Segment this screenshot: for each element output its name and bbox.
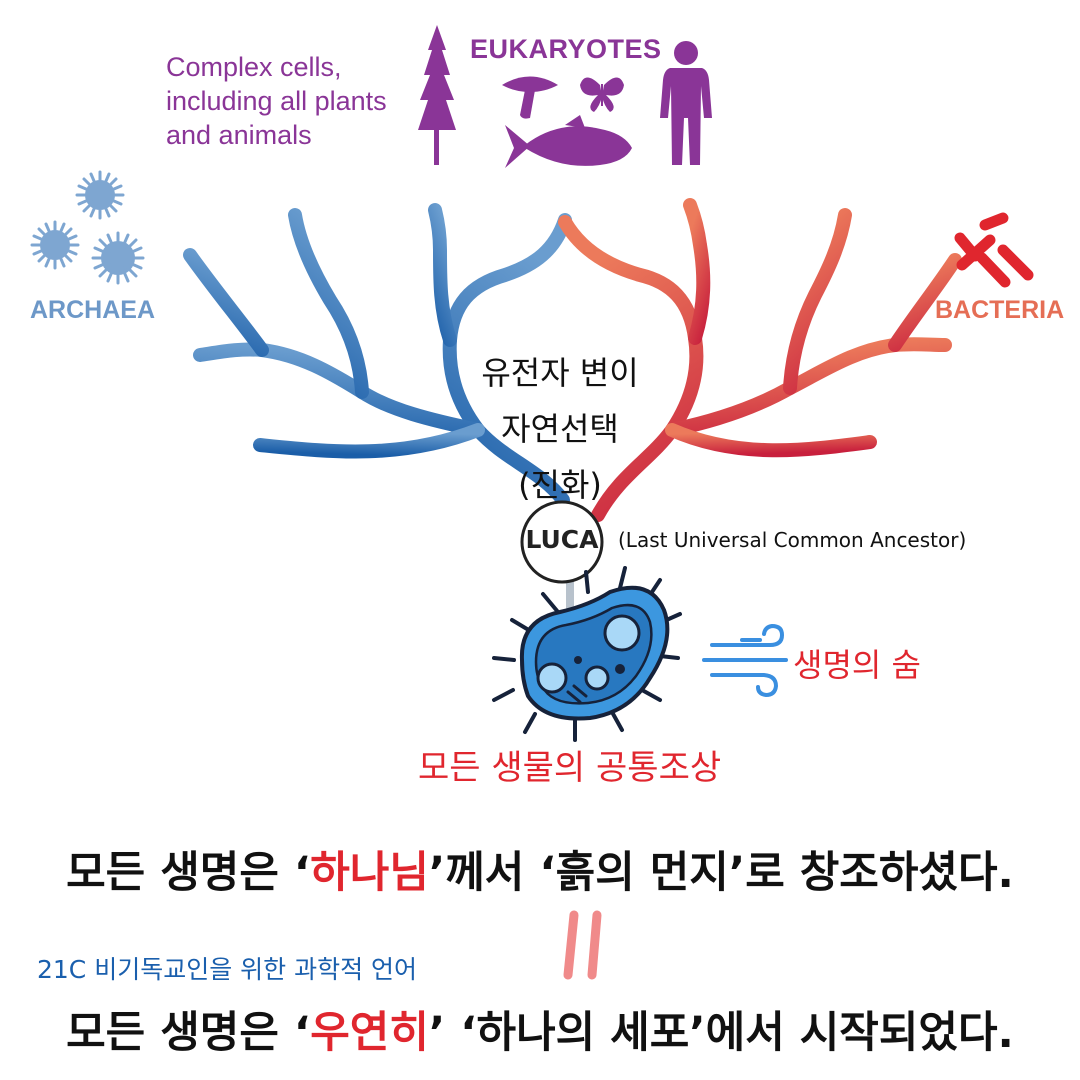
breath-of-life-label: 생명의 숨 xyxy=(793,646,921,684)
chance-statement-post: ’ ‘하나의 세포’에서 시작되었다. xyxy=(428,1008,1014,1058)
creation-statement: 모든 생명은 ‘하나님’께서 ‘흙의 먼지’로 창조하셨다. xyxy=(0,838,1080,900)
luca-full-name: (Last Universal Common Ancestor) xyxy=(618,528,967,552)
rod-bacteria-icon xyxy=(954,212,1034,288)
spiky-cell-icon xyxy=(30,170,145,285)
bacteria-label: BACTERIA xyxy=(935,296,1065,324)
eukaryotes-description: Complex cells, including all plants and … xyxy=(166,52,387,150)
evolution-line-1: 유전자 변이 xyxy=(481,354,639,392)
luca-label: LUCA xyxy=(525,525,599,554)
evolution-text: 유전자 변이 자연선택 (진화) xyxy=(455,345,665,513)
creation-statement-post: ’께서 ‘흙의 먼지’로 창조하셨다. xyxy=(428,848,1014,898)
chance-statement-pre: 모든 생명은 ‘ xyxy=(66,1008,311,1058)
fish-icon xyxy=(505,115,632,168)
eukaryotes-label: EUKARYOTES xyxy=(470,34,662,64)
cell-icon xyxy=(492,566,682,742)
human-icon xyxy=(660,41,712,165)
creation-statement-pre: 모든 생명은 ‘ xyxy=(66,848,311,898)
creation-statement-highlight: 하나님 xyxy=(310,848,429,898)
mushroom-icon xyxy=(502,76,558,119)
chance-statement: 모든 생명은 ‘우연히’ ‘하나의 세포’에서 시작되었다. xyxy=(0,998,1080,1060)
tree-icon xyxy=(418,25,456,165)
chance-statement-highlight: 우연히 xyxy=(310,1008,429,1058)
equals-mark-icon xyxy=(563,910,602,980)
evolution-line-3: (진화) xyxy=(518,466,602,504)
butterfly-icon xyxy=(580,77,624,112)
archaea-branches xyxy=(183,203,572,507)
luca-stem xyxy=(566,582,574,622)
evolution-line-2: 자연선택 xyxy=(501,410,619,448)
luca-circle xyxy=(520,500,604,584)
archaea-label: ARCHAEA xyxy=(30,296,155,324)
wind-icon xyxy=(702,623,788,698)
common-ancestor-label: 모든 생물의 공통조상 xyxy=(418,748,722,788)
scientific-language-note: 21C 비기독교인을 위한 과학적 언어 xyxy=(37,955,418,984)
bacteria-branches xyxy=(558,198,962,522)
